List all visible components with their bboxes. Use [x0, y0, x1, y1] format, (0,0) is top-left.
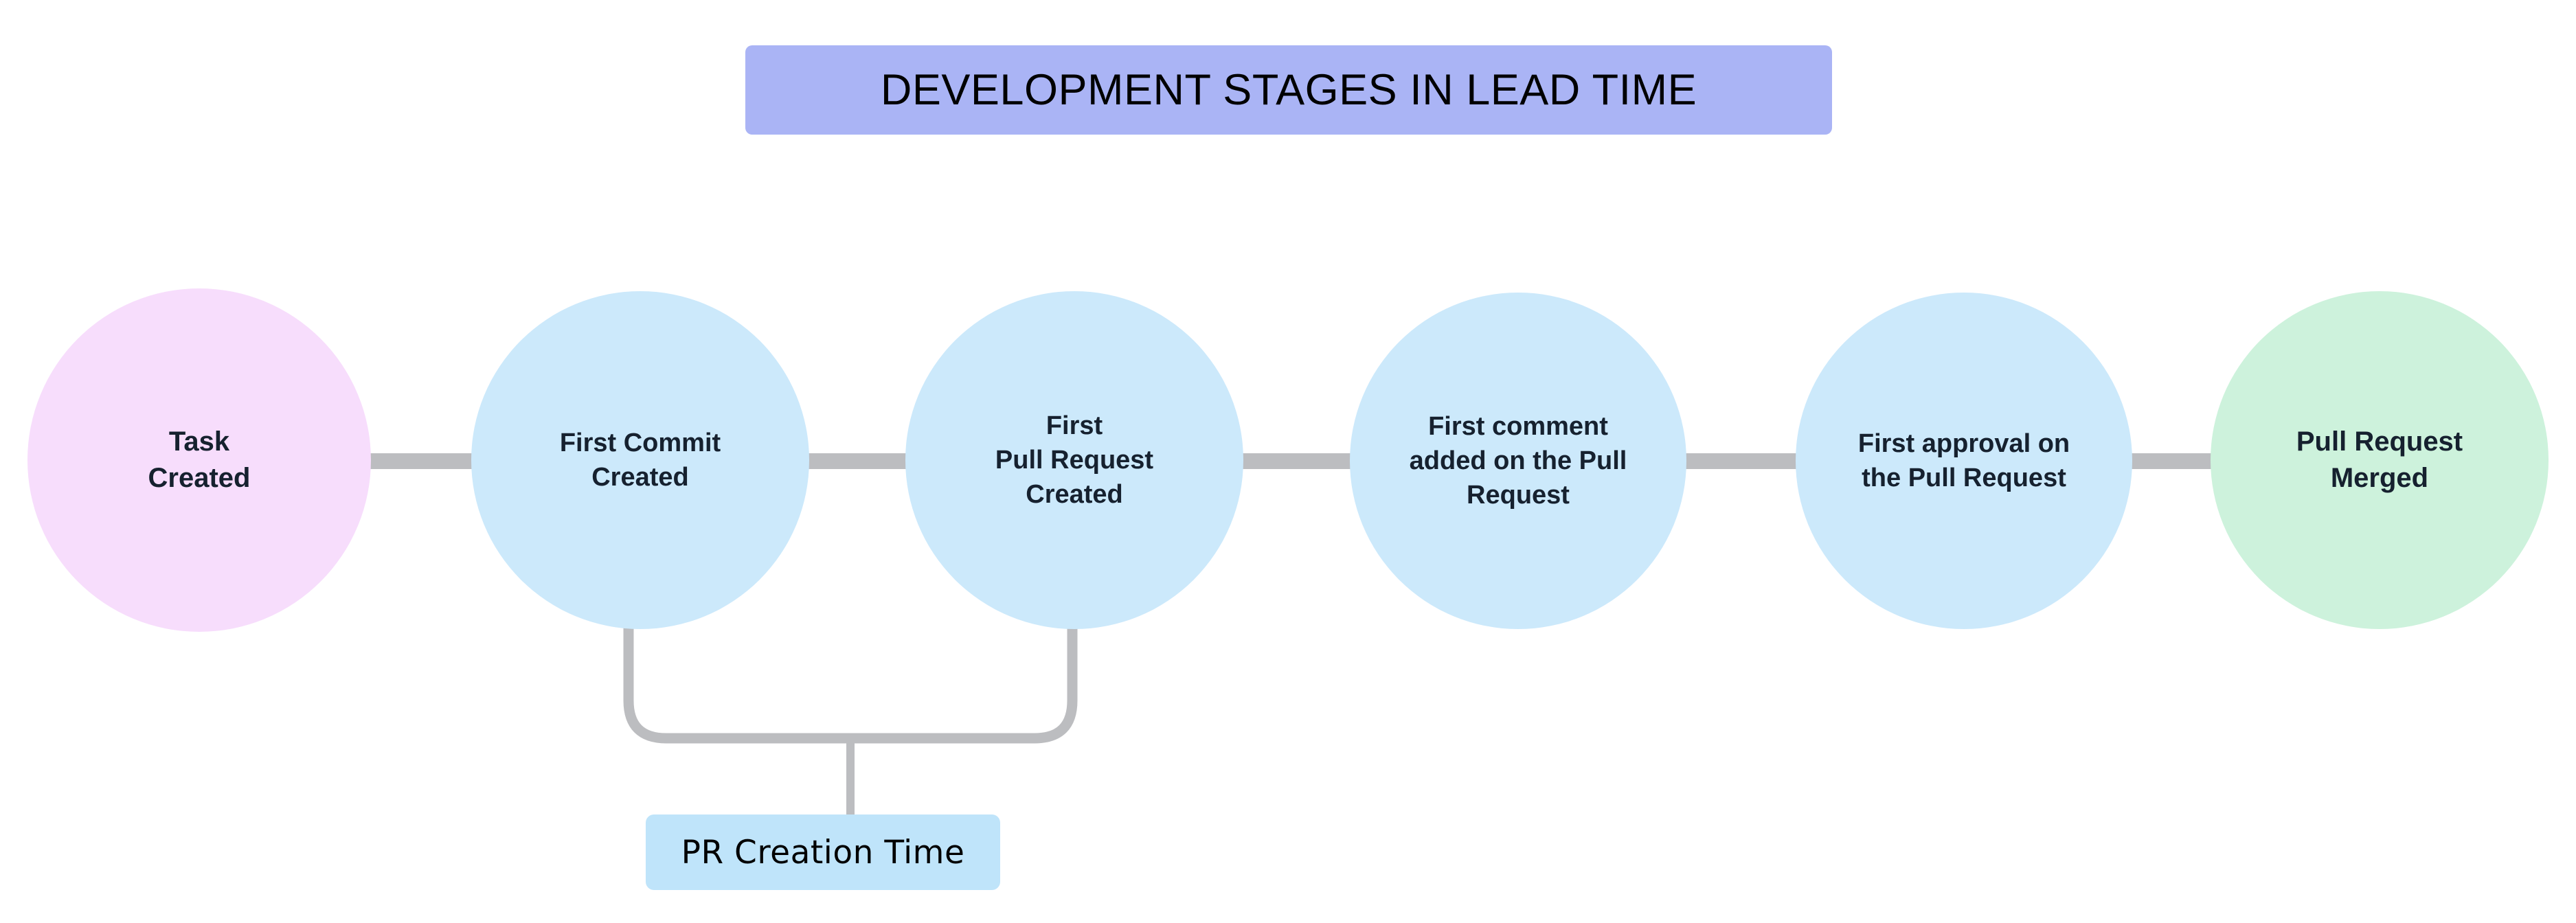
page-title: DEVELOPMENT STAGES IN LEAD TIME	[880, 65, 1697, 114]
connector-2-3	[797, 453, 915, 469]
connector-1-2	[360, 453, 484, 469]
diagram-title-banner: DEVELOPMENT STAGES IN LEAD TIME	[745, 45, 1832, 135]
stage-label-first-commit-created: First Commit Created	[559, 428, 721, 492]
pr-creation-time-label: PR Creation Time	[681, 833, 965, 871]
stage-node-first-commit-created[interactable]: First Commit Created	[471, 291, 809, 629]
stage-node-task-created[interactable]: Task Created	[27, 288, 371, 632]
stage-node-first-comment-on-pull-request[interactable]: First comment added on the Pull Request	[1350, 293, 1686, 629]
stage-node-first-approval-on-pull-request[interactable]: First approval on the Pull Request	[1796, 293, 2132, 629]
stage-node-first-pull-request-created[interactable]: First Pull Request Created	[905, 291, 1243, 629]
stage-label-pull-request-merged: Pull Request Merged	[2296, 426, 2463, 493]
connector-4-5	[1677, 453, 1805, 469]
stage-label-first-approval-on-pull-request: First approval on the Pull Request	[1857, 429, 2070, 492]
stage-node-pull-request-merged[interactable]: Pull Request Merged	[2211, 291, 2549, 629]
stage-label-first-pull-request-created: First Pull Request Created	[995, 411, 1154, 510]
pr-creation-time-bracket	[623, 618, 1078, 744]
connector-5-6	[2117, 453, 2220, 469]
connector-3-4	[1233, 453, 1359, 469]
stage-label-first-comment-on-pull-request: First comment added on the Pull Request	[1409, 411, 1627, 510]
stage-label-task-created: Task Created	[148, 426, 251, 493]
pr-creation-time-label-box[interactable]: PR Creation Time	[646, 814, 1000, 890]
